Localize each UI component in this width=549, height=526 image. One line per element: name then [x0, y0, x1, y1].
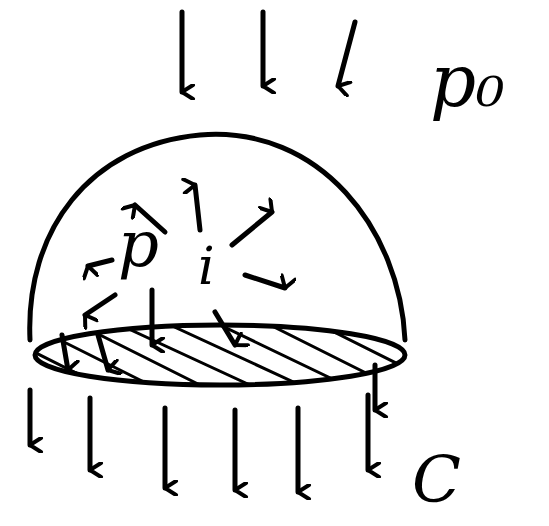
subscript-letter: i: [198, 240, 215, 292]
pressure-symbol: p₀: [430, 45, 505, 117]
pressure-symbol: p: [118, 212, 159, 276]
dome-outline: [30, 134, 405, 340]
pressure-arrow: [180, 12, 185, 92]
pressure-arrow: [261, 12, 266, 86]
base-ellipse: [35, 325, 405, 385]
pressure-arrow: [338, 22, 355, 86]
region-letter: C: [412, 448, 461, 512]
